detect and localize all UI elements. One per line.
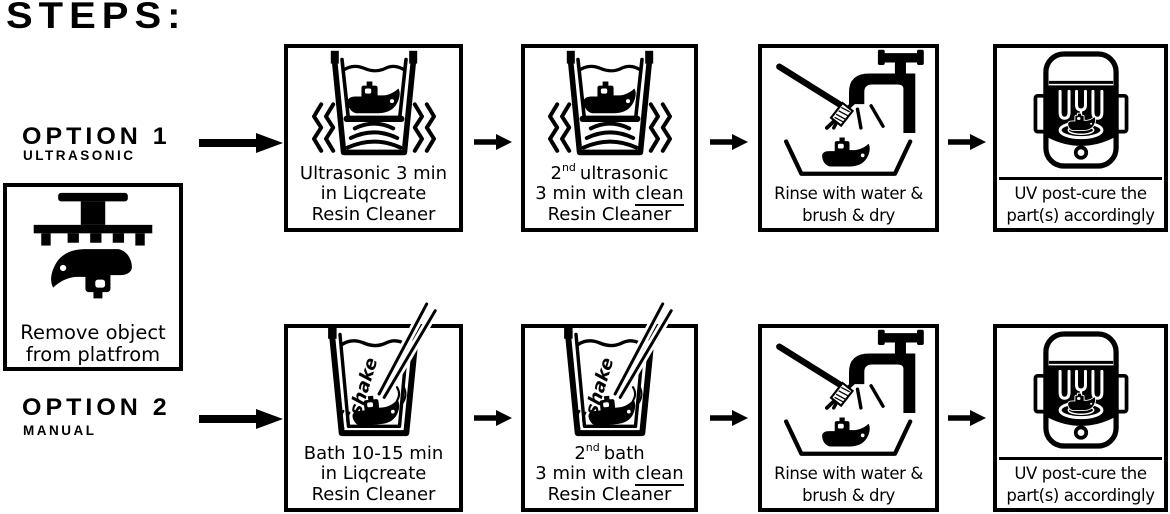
option1-sublabel: ULTRASONIC bbox=[23, 148, 136, 163]
step-caption: Ultrasonic 3 min in Liqcreate Resin Clea… bbox=[285, 162, 462, 226]
step-card-rinse-2: Rinse with water & brush & dry bbox=[758, 324, 939, 512]
caption-divider bbox=[999, 457, 1162, 460]
step-caption: Remove object from platfrom bbox=[4, 322, 182, 366]
caption-divider bbox=[999, 177, 1162, 180]
uv-cure-chamber-icon bbox=[1025, 51, 1137, 172]
caption-line: brush & dry bbox=[802, 206, 895, 225]
step-caption: Bath 10-15 min in Liqcreate Resin Cleane… bbox=[285, 442, 462, 506]
manual-bath-shake-icon bbox=[297, 302, 450, 452]
arrow-right-icon bbox=[708, 131, 748, 153]
caption-line: Resin Cleaner bbox=[547, 203, 672, 225]
step-card-remove-object: Remove object from platfrom bbox=[3, 183, 183, 371]
manual-bath-shake-icon bbox=[533, 302, 686, 452]
option2-sublabel: MANUAL bbox=[23, 423, 97, 438]
arrow-right-icon bbox=[708, 407, 748, 429]
step-caption: Rinse with water & brush & dry bbox=[759, 183, 938, 227]
caption-line: Resin Cleaner bbox=[311, 203, 436, 225]
rinse-faucet-brush-icon bbox=[772, 48, 925, 184]
ultrasonic-bath-icon bbox=[538, 50, 682, 170]
step-caption: UV post-cure the part(s) accordingly bbox=[994, 177, 1167, 227]
uv-cure-chamber-icon bbox=[1025, 331, 1137, 452]
rinse-faucet-brush-icon bbox=[772, 328, 925, 464]
arrow-right-icon bbox=[946, 407, 986, 429]
caption-line: Rinse with water & bbox=[774, 184, 923, 203]
caption-line: UV post-cure the bbox=[1014, 184, 1147, 203]
caption-line: Bath 10-15 min bbox=[303, 442, 444, 464]
build-platform-icon bbox=[13, 191, 173, 318]
arrow-right-icon bbox=[196, 407, 284, 431]
step-card-ultrasonic-1: Ultrasonic 3 min in Liqcreate Resin Clea… bbox=[284, 44, 463, 232]
caption-line: from platfrom bbox=[25, 343, 161, 366]
caption-line: Ultrasonic 3 min bbox=[299, 162, 448, 184]
arrow-right-icon bbox=[472, 407, 512, 429]
caption-line: in Liqcreate bbox=[320, 463, 427, 484]
page-title: STEPS: bbox=[6, 0, 187, 37]
ultrasonic-bath-icon bbox=[302, 50, 446, 170]
option1-label: OPTION 1 bbox=[22, 123, 171, 150]
caption-line: Resin Cleaner bbox=[547, 483, 672, 505]
caption-line: UV post-cure the bbox=[1014, 464, 1147, 483]
option2-label: OPTION 2 bbox=[22, 394, 171, 421]
caption-line: part(s) accordingly bbox=[1006, 206, 1155, 225]
caption-line: Resin Cleaner bbox=[311, 483, 436, 505]
step-card-uv-cure-1: UV post-cure the part(s) accordingly bbox=[993, 44, 1168, 232]
step-card-rinse-1: Rinse with water & brush & dry bbox=[758, 44, 939, 232]
step-card-manual-bath-1: Bath 10-15 min in Liqcreate Resin Cleane… bbox=[284, 324, 463, 512]
arrow-right-icon bbox=[946, 131, 986, 153]
caption-line: part(s) accordingly bbox=[1006, 486, 1155, 505]
step-card-uv-cure-2: UV post-cure the part(s) accordingly bbox=[993, 324, 1168, 512]
arrow-right-icon bbox=[472, 131, 512, 153]
caption-line: Remove object bbox=[20, 321, 166, 344]
caption-line: Rinse with water & bbox=[774, 464, 923, 483]
caption-line: brush & dry bbox=[802, 486, 895, 505]
step-caption: Rinse with water & brush & dry bbox=[759, 463, 938, 507]
caption-line: in Liqcreate bbox=[320, 183, 427, 204]
step-caption: UV post-cure the part(s) accordingly bbox=[994, 457, 1167, 507]
arrow-right-icon bbox=[196, 131, 284, 155]
